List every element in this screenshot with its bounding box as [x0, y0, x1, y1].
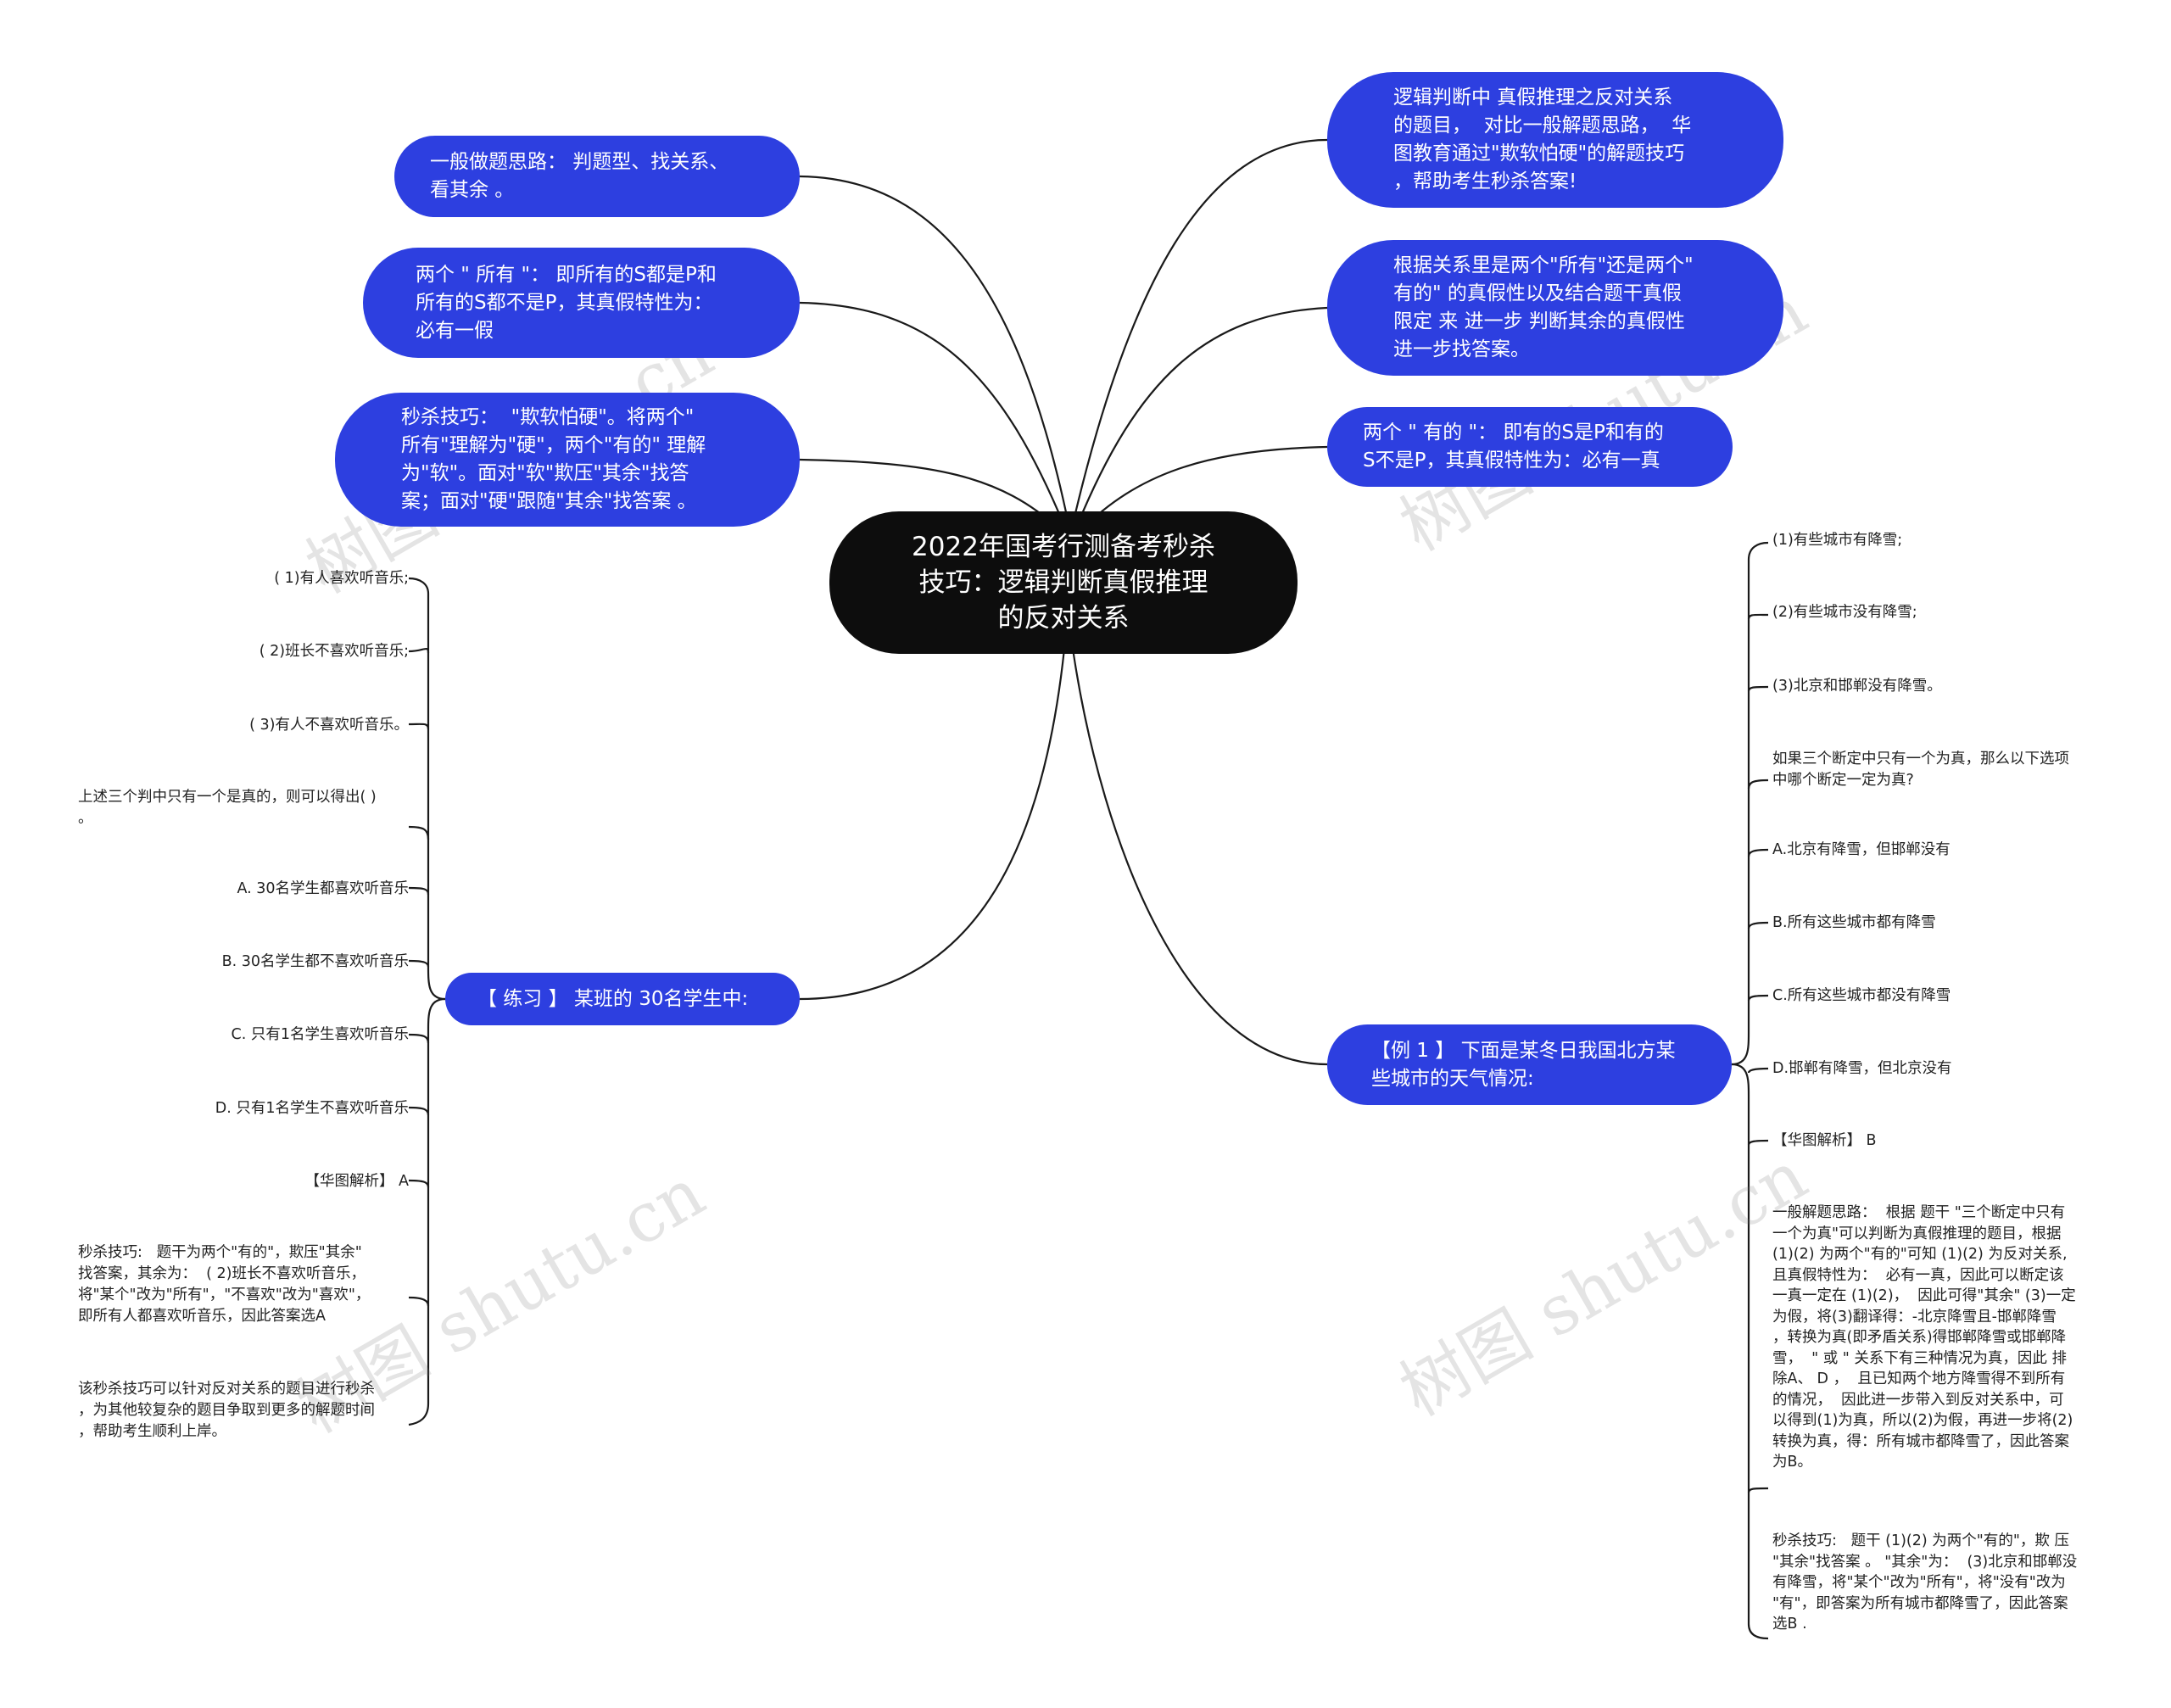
example-statement-1: (1)有些城市有降雪; — [1772, 532, 1903, 549]
example-tick-7 — [1747, 1067, 1769, 1074]
topic-text: 秒杀技巧： "欺软怕硬"。将两个" 所有"理解为"硬"，两个"有的" 理解 为"… — [401, 406, 706, 512]
topic-general-approach[interactable]: 一般做题思路： 判题型、找关系、 看其余 。 — [394, 136, 800, 217]
practice-conclusion: 该秒杀技巧可以针对反对关系的题目进行秒杀 ，为其他较复杂的题目争取到更多的解题时… — [78, 1381, 375, 1440]
practice-tick-3 — [408, 825, 430, 840]
practice-tick-7 — [408, 1106, 430, 1116]
example-general-explanation: 一般解题思路： 根据 题干 "三个断定中只有 一个为真"可以判断为真假推理的题目… — [1772, 1204, 2076, 1471]
topic-practice[interactable]: 【 练习 】 某班的 30名学生中: — [445, 973, 800, 1025]
connector-left-3 — [799, 458, 1061, 531]
topic-text: 两个 " 所有 "： 即所有的S都是P和 所有的S都不是P，其真假特性为： 必有… — [416, 263, 717, 342]
topic-text: 逻辑判断中 真假推理之反对关系 的题目， 对比一般解题思路， 华 图教育通过"欺… — [1393, 87, 1692, 193]
example-branch-up — [1731, 541, 1769, 1066]
example-question: 如果三个断定中只有一个为真，那么以下选项 中哪个断定一定为真? — [1772, 751, 2069, 789]
topic-text: 【例 1 】 下面是某冬日我国北方某 些城市的天气情况: — [1371, 1039, 1676, 1090]
topic-text: 【 练习 】 某班的 30名学生中: — [477, 987, 749, 1010]
example-option-d: D.邯郸有降雪，但北京没有 — [1772, 1060, 1952, 1077]
topic-intro[interactable]: 逻辑判断中 真假推理之反对关系 的题目， 对比一般解题思路， 华 图教育通过"欺… — [1327, 72, 1783, 208]
example-option-c: C.所有这些城市都没有降雪 — [1772, 987, 1951, 1004]
connector-left-4 — [799, 648, 1066, 1001]
example-statement-3: (3)北京和邯郸没有降雪。 — [1772, 678, 1942, 695]
practice-answer: 【华图解析】 A — [304, 1173, 409, 1190]
practice-tick-1 — [408, 647, 430, 654]
example-tick-1 — [1747, 613, 1769, 620]
connector-right-2 — [1075, 306, 1328, 527]
practice-question: 上述三个判中只有一个是真的，则可以得出( ) 。 — [78, 789, 377, 827]
practice-statement-3: ( 3)有人不喜欢听音乐。 — [249, 717, 409, 734]
topic-two-all[interactable]: 两个 " 所有 "： 即所有的S都是P和 所有的S都不是P，其真假特性为： 必有… — [363, 248, 800, 358]
example-tick-2 — [1747, 685, 1769, 692]
practice-tick-8 — [408, 1179, 430, 1188]
topic-text: 一般做题思路： 判题型、找关系、 看其余 。 — [430, 151, 729, 201]
connector-left-2 — [799, 301, 1066, 527]
central-topic[interactable]: 2022年国考行测备考秒杀 技巧：逻辑判断真假推理 的反对关系 — [829, 511, 1298, 654]
example-answer: 【华图解析】 B — [1772, 1132, 1877, 1149]
topic-relation-judgement[interactable]: 根据关系里是两个"所有"还是两个" 有的" 的真假性以及结合题干真假 限定 来 … — [1327, 240, 1783, 376]
topic-example-1[interactable]: 【例 1 】 下面是某冬日我国北方某 些城市的天气情况: — [1327, 1024, 1732, 1105]
practice-tick-5 — [408, 959, 430, 968]
topic-text: 两个 " 有的 "： 即有的S是P和有的 S不是P，其真假特性为：必有一真 — [1363, 421, 1664, 472]
connector-right-1 — [1071, 138, 1328, 525]
example-tick-9 — [1747, 1487, 1769, 1493]
example-tick-6 — [1747, 994, 1769, 1002]
example-tick-8 — [1747, 1139, 1769, 1146]
practice-tick-6 — [408, 1033, 430, 1044]
practice-option-a: A. 30名学生都喜欢听音乐 — [237, 880, 409, 897]
connector-left-1 — [799, 175, 1070, 525]
practice-tick-9 — [408, 1296, 430, 1307]
example-option-b: B.所有这些城市都有降雪 — [1772, 914, 1936, 931]
example-tick-4 — [1747, 848, 1769, 857]
practice-branch-main — [408, 577, 446, 1001]
practice-tick-4 — [408, 886, 430, 896]
practice-option-b: B. 30名学生都不喜欢听音乐 — [221, 953, 409, 970]
topic-text: 根据关系里是两个"所有"还是两个" 有的" 的真假性以及结合题干真假 限定 来 … — [1393, 254, 1694, 360]
practice-statement-2: ( 2)班长不喜欢听音乐; — [259, 643, 409, 660]
example-statement-2: (2)有些城市没有降雪; — [1772, 604, 1917, 621]
practice-option-d: D. 只有1名学生不喜欢听音乐 — [215, 1100, 409, 1117]
example-tick-3 — [1747, 779, 1769, 790]
central-topic-text: 2022年国考行测备考秒杀 技巧：逻辑判断真假推理 的反对关系 — [912, 532, 1215, 634]
example-branch-down — [1731, 1063, 1769, 1640]
practice-option-c: C. 只有1名学生喜欢听音乐 — [231, 1026, 409, 1043]
example-tick-5 — [1747, 921, 1769, 929]
topic-two-some[interactable]: 两个 " 有的 "： 即有的S是P和有的 S不是P，其真假特性为：必有一真 — [1327, 407, 1733, 487]
practice-branch-down — [408, 997, 446, 1426]
connector-right-3 — [1080, 445, 1328, 531]
practice-shortcut-explanation: 秒杀技巧: 题干为两个"有的"，欺压"其余" 找答案，其余为： ( 2)班长不喜… — [78, 1244, 371, 1325]
topic-shortcut-technique[interactable]: 秒杀技巧： "欺软怕硬"。将两个" 所有"理解为"硬"，两个"有的" 理解 为"… — [335, 393, 800, 527]
example-option-a: A.北京有降雪，但邯郸没有 — [1772, 841, 1951, 858]
practice-tick-2 — [408, 723, 430, 730]
connector-right-4 — [1071, 648, 1328, 1066]
practice-statement-1: ( 1)有人喜欢听音乐; — [274, 570, 409, 587]
example-shortcut-explanation: 秒杀技巧: 题干 (1)(2) 为两个"有的"，欺 压 "其余"找答案 。 "其… — [1772, 1532, 2078, 1633]
